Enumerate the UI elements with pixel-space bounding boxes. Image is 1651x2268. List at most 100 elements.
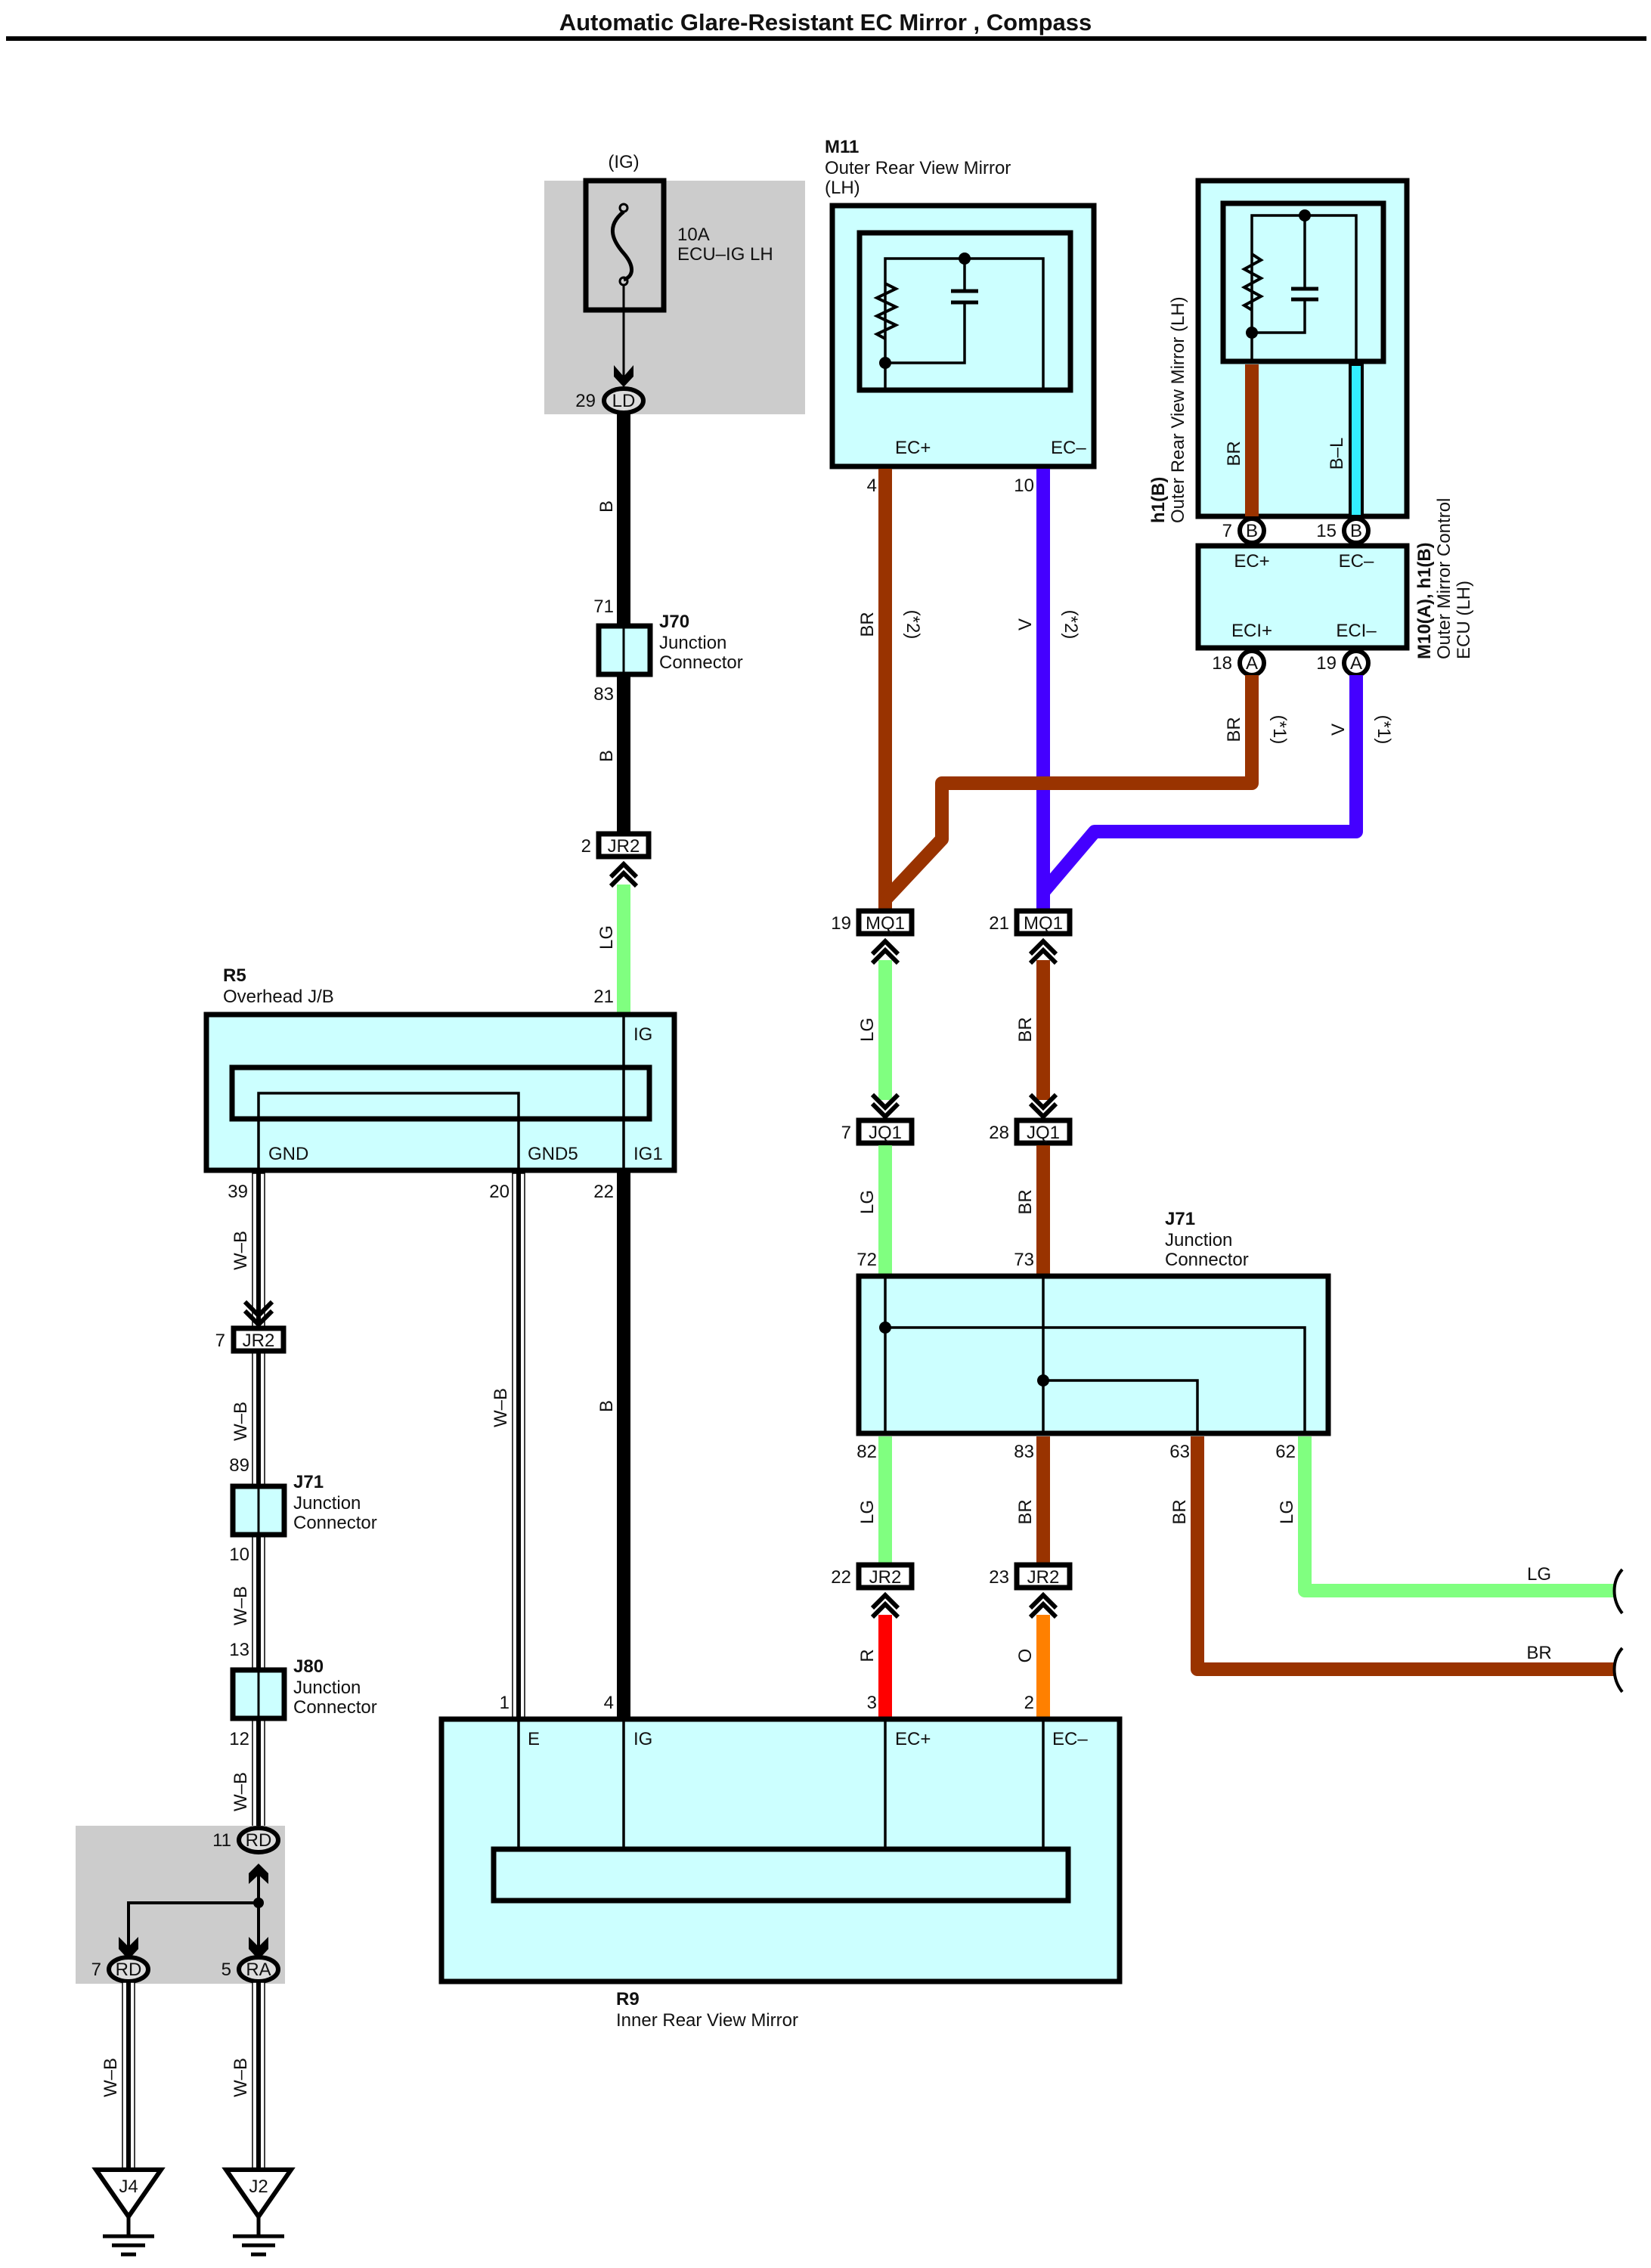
connector-MQ1-19-pin: 19 — [831, 913, 851, 934]
fuse-source-label: (IG) — [608, 152, 639, 172]
M10-outer-mirror-control-ecu — [1195, 543, 1410, 651]
wire-label-B-2: B — [596, 750, 617, 762]
connector-B-15-code: B — [1350, 521, 1362, 541]
J71-big-pin-63: 63 — [1169, 1442, 1190, 1462]
R5-pin-22: 22 — [593, 1182, 614, 1202]
connector-JR2-7-code: JR2 — [243, 1331, 275, 1351]
M11-pin-10: 10 — [1014, 476, 1034, 496]
wire-label-BR-h1B: BR — [1224, 441, 1244, 466]
R5-pin-21: 21 — [593, 987, 614, 1007]
M11-label-EC-plus: EC+ — [895, 438, 931, 458]
connector-JQ1-28-pin: 28 — [989, 1123, 1009, 1143]
M10-name2: ECU (LH) — [1454, 581, 1474, 659]
wire-label-V-2: V — [1015, 618, 1036, 631]
ground-J4-label: J4 — [119, 2177, 138, 2197]
R5-name: Overhead J/B — [223, 987, 334, 1007]
connector-B-7-pin: 7 — [1222, 521, 1232, 541]
chevron-down-icon — [870, 1092, 900, 1120]
continue-label-LG: LG — [1527, 1564, 1551, 1585]
connector-JQ1-7-pin: 7 — [841, 1123, 851, 1143]
h1B-id: h1(B) — [1148, 477, 1169, 523]
connector-RD-11-code: RD — [246, 1830, 272, 1851]
R5-id: R5 — [223, 965, 246, 986]
connector-RA-5 — [237, 1955, 280, 1984]
h1B-outer-mirror — [1195, 178, 1410, 519]
R9-name: Inner Rear View Mirror — [616, 2010, 798, 2031]
J71-big-pin-82: 82 — [856, 1442, 877, 1462]
R9-internal-lines — [517, 1719, 1045, 1849]
connector-JR2-22 — [856, 1562, 915, 1591]
wire-label-O: O — [1015, 1649, 1036, 1663]
wire-label-LG-4: LG — [857, 1500, 878, 1524]
connector-JR2-22-code: JR2 — [869, 1567, 902, 1588]
connector-JQ1-7-code: JQ1 — [869, 1123, 902, 1143]
connector-JQ1-28 — [1014, 1117, 1073, 1146]
wire-BR-M10-to-MQ1 — [880, 675, 1259, 905]
connector-RD-7-pin: 7 — [91, 1960, 101, 1980]
connector-MQ1-19-code: MQ1 — [866, 913, 905, 934]
connector-A-19-pin: 19 — [1316, 653, 1337, 674]
resistor-icon — [873, 282, 900, 340]
J71-small-pin-top: 89 — [229, 1455, 249, 1476]
M10-id: M10(A), h1(B) — [1414, 542, 1435, 659]
connector-RA-5-code: RA — [246, 1960, 271, 1980]
R9-label-E: E — [528, 1729, 540, 1749]
ground-J2-icon — [221, 2167, 296, 2257]
connector-A-18-code: A — [1246, 653, 1258, 674]
J80-name: Junction — [293, 1678, 361, 1698]
wire-label-V-1: V — [1328, 723, 1349, 736]
connector-LD-code: LD — [612, 391, 636, 411]
connector-MQ1-21 — [1014, 908, 1073, 937]
R5-pin-20: 20 — [489, 1182, 510, 1202]
M11-name2: (LH) — [825, 178, 860, 198]
connector-MQ1-19 — [856, 908, 915, 937]
J70-pin-top: 71 — [593, 596, 614, 617]
wire-WB-R5-to-R9 — [512, 1173, 525, 1720]
connector-MQ1-21-pin: 21 — [989, 913, 1009, 934]
J71-big-id: J71 — [1165, 1209, 1195, 1229]
connector-JR2-7-pin: 7 — [215, 1331, 225, 1351]
M11-rc-circuit — [873, 253, 1045, 389]
M10-name: Outer Mirror Control — [1434, 498, 1454, 659]
wire-BR-J71-continues — [1191, 1436, 1615, 1676]
J71-big-pin-83: 83 — [1014, 1442, 1034, 1462]
chevron-up-icon — [1028, 937, 1058, 965]
M11-label-EC-minus: EC– — [1051, 438, 1086, 458]
J71-big-pin-62: 62 — [1275, 1442, 1296, 1462]
connector-B-7 — [1237, 516, 1266, 545]
wire-label-WB-6: W–B — [231, 2058, 251, 2097]
J80-name2: Connector — [293, 1697, 377, 1718]
M11-pin-4: 4 — [867, 476, 877, 496]
wire-label-BR-4: BR — [1015, 1189, 1036, 1214]
R5-inner-block — [229, 1064, 652, 1122]
wire-V-M10-to-MQ1 — [1038, 675, 1363, 897]
wire-label-BR-1: BR — [1224, 717, 1244, 742]
wire-note-1b: (*1) — [1374, 715, 1394, 745]
chevron-down-icon — [243, 1300, 274, 1328]
wire-label-BR-3: BR — [1015, 1017, 1036, 1042]
wire-label-B-1: B — [596, 500, 617, 513]
R9-pin-4: 4 — [604, 1693, 614, 1713]
J70-name2: Connector — [659, 652, 743, 673]
J71-big-pin-73: 73 — [1014, 1250, 1034, 1270]
fuse-rating: 10A — [677, 225, 710, 245]
wire-label-LG-2: LG — [857, 1018, 878, 1042]
J71-big-name2: Connector — [1165, 1250, 1249, 1270]
wire-label-LG-3: LG — [857, 1190, 878, 1214]
J71-small-name: Junction — [293, 1493, 361, 1514]
J80-id: J80 — [293, 1656, 324, 1677]
connector-RA-5-pin: 5 — [221, 1960, 231, 1980]
connector-JR2-23-pin: 23 — [989, 1567, 1009, 1588]
title-rule — [6, 36, 1646, 41]
connector-JR2-2 — [596, 831, 652, 860]
wire-label-WB-5: W–B — [101, 2058, 121, 2097]
wire-label-WB-3: W–B — [231, 1586, 251, 1625]
wire-label-BR-2: BR — [857, 612, 878, 637]
chevron-up-icon — [1028, 1591, 1058, 1619]
M10-label-EC-plus: EC+ — [1234, 551, 1269, 572]
R9-label-EC-minus: EC– — [1052, 1729, 1088, 1749]
R9-id: R9 — [616, 1989, 640, 2009]
J71-big-pin-72: 72 — [856, 1250, 877, 1270]
connector-JR2-2-pin: 2 — [581, 836, 591, 857]
wire-LG-J71-continues — [1298, 1436, 1615, 1597]
